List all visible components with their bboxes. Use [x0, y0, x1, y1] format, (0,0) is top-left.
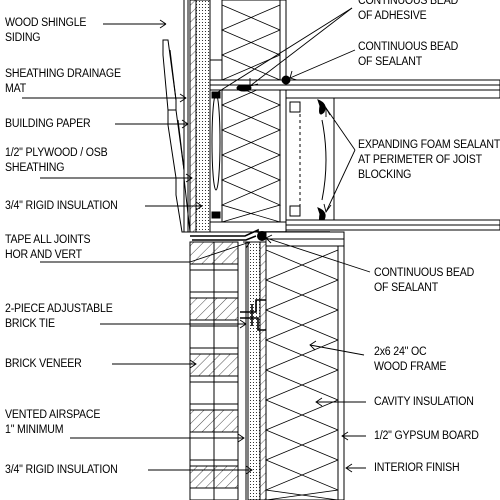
- joist-blocking: [285, 97, 335, 221]
- label-brick-veneer: BRICK VENEER: [5, 358, 82, 370]
- wood-shingles: [162, 39, 191, 233]
- foam-sealant-upper: [317, 99, 326, 115]
- adhesive-bead-dot: [236, 84, 252, 92]
- label-cavity-insulation: CAVITY INSULATION: [374, 396, 474, 408]
- leader-lines: [22, 7, 371, 475]
- plywood-sheathing: [189, 0, 197, 233]
- rigid-insulation-upper: [195, 0, 211, 233]
- upper-cavity: [221, 0, 281, 223]
- sealant-bead-upper-dot: [281, 75, 291, 85]
- label-rigid-insulation-upper: 3/4" RIGID INSULATION: [5, 200, 118, 212]
- brick-tie: [240, 299, 266, 331]
- label-interior-finish: INTERIOR FINISH: [374, 462, 460, 474]
- upper-wall-assembly: [162, 0, 500, 233]
- lower-cavity: [265, 245, 339, 500]
- label-building-paper: BUILDING PAPER: [5, 118, 91, 130]
- label-gypsum-board: 1/2" GYPSUM BOARD: [374, 430, 479, 442]
- lower-wall-assembly: [189, 231, 345, 500]
- label-rigid-insulation-lower: 3/4" RIGID INSULATION: [5, 464, 118, 476]
- rigid-insulation-lower: [247, 241, 261, 500]
- brick-courses: [189, 241, 239, 500]
- sealant-bead-lower-dot: [257, 231, 267, 241]
- gypsum-board: [337, 245, 345, 500]
